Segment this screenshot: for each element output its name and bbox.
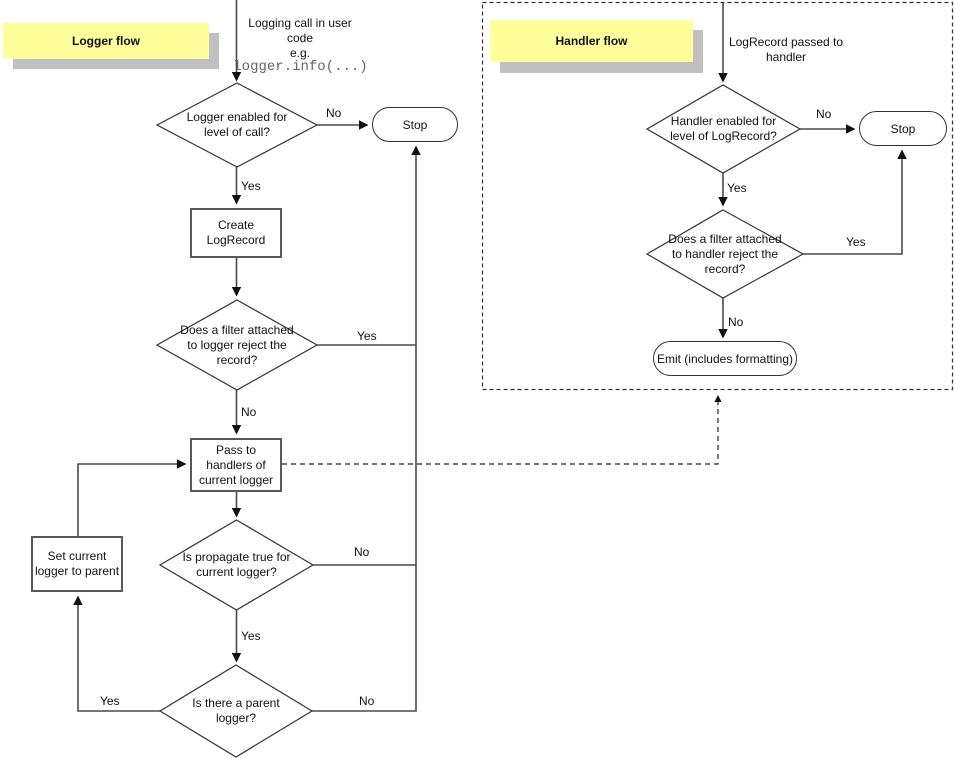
handler-flow-connectors <box>718 3 907 339</box>
handler-flow-title: Handler flow <box>490 20 693 62</box>
handler-level-no-label: No <box>816 107 832 121</box>
logger-start-code: logger.info(...) <box>233 59 368 75</box>
propagate-check-diamond <box>158 519 315 611</box>
propagate-no-label: No <box>354 545 370 559</box>
emit-pill: Emit (includes formatting) <box>653 341 797 376</box>
logger-flow-connectors <box>73 0 421 712</box>
parent-check-diamond <box>158 664 314 758</box>
handler-filter-no-label: No <box>728 315 744 329</box>
logger-level-check-diamond <box>155 82 319 168</box>
handler-stop-pill: Stop <box>859 111 947 146</box>
logger-level-yes-label: Yes <box>241 179 261 193</box>
edge-parent-no-up-to-stop <box>312 145 421 712</box>
logger-stop-pill: Stop <box>372 107 458 142</box>
handler-flow-title-label: Handler flow <box>555 34 628 48</box>
logger-start-label: Logging call in user code e.g. <box>248 16 352 60</box>
edge-setparent-to-pass <box>77 459 187 536</box>
handler-filter-yes-label: Yes <box>846 235 866 249</box>
logger-filter-yes-label: Yes <box>357 329 377 343</box>
handler-level-yes-label: Yes <box>727 181 747 195</box>
logger-level-no-label: No <box>326 106 342 120</box>
set-current-logger-box: Set current logger to parent <box>31 536 123 592</box>
handler-start-label: LogRecord passed to handler <box>728 35 844 64</box>
handler-level-check-diamond <box>645 84 802 174</box>
pass-to-handlers-box: Pass to handlers of current logger <box>190 438 282 492</box>
logger-filter-no-label: No <box>241 405 257 419</box>
parent-yes-label: Yes <box>100 694 120 708</box>
logger-flow-title: Logger flow <box>3 23 209 59</box>
handler-flow-boundary <box>481 1 954 391</box>
logger-flow-title-label: Logger flow <box>72 34 140 48</box>
logger-filter-check-diamond <box>155 299 319 391</box>
create-logrecord-box: Create LogRecord <box>190 208 282 258</box>
propagate-yes-label: Yes <box>241 629 261 643</box>
parent-no-label: No <box>359 694 375 708</box>
decision-diamonds <box>155 82 805 758</box>
pass-to-handler-dashed-connector <box>282 394 722 465</box>
edge-parent-yes-to-setparent <box>73 595 160 712</box>
edge-hfilter-yes-up-to-stop <box>803 149 907 255</box>
handler-filter-check-diamond <box>645 209 805 299</box>
